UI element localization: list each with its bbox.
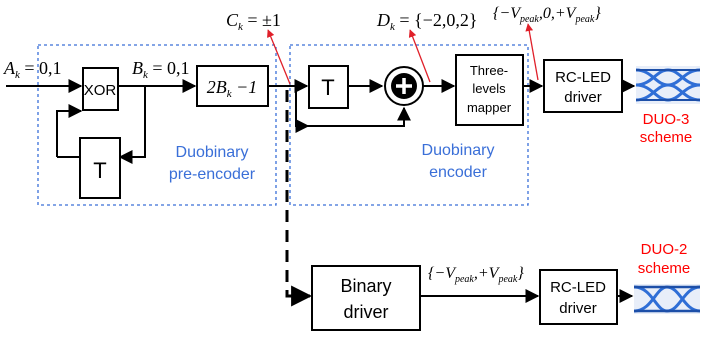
mapper-label-line2: levels xyxy=(472,81,506,96)
signal-a-sub: k xyxy=(15,69,21,81)
signal-v3-mid: ,0,+V xyxy=(539,5,578,22)
signal-b-main: B xyxy=(132,58,143,78)
delay-pre-label: T xyxy=(93,158,106,183)
encoder-label-line2: encoder xyxy=(429,164,487,181)
duo2-label-line1: DUO-2 xyxy=(641,241,688,258)
map-2bk-main: 2B xyxy=(207,77,227,97)
wire-branch-to-binary xyxy=(285,90,313,307)
map-2bk-block xyxy=(196,65,269,107)
map-2bk-rest: −1 xyxy=(232,77,258,97)
signal-v2-close: } xyxy=(517,265,524,282)
signal-v2-open: {−V xyxy=(428,265,457,282)
signal-a-main: A xyxy=(3,58,16,78)
signal-v3-label: {−Vpeak,0,+Vpeak} xyxy=(493,5,601,25)
signal-v2-sub2: peak xyxy=(497,274,517,285)
eye-diagram-duo2 xyxy=(633,284,701,314)
signal-v2-mid: ,+V xyxy=(474,265,501,282)
signal-v2-sub1: peak xyxy=(454,274,474,285)
map-2bk-label: 2Bk −1 xyxy=(207,77,258,100)
signal-a-label: Ak = 0,1 xyxy=(3,58,62,81)
signal-d-label: Dk = {−2,0,2} xyxy=(376,10,477,33)
rcled-bottom-line2: driver xyxy=(559,300,597,317)
rcled-driver-top-block xyxy=(543,59,623,113)
signal-v2-label: {−Vpeak,+Vpeak} xyxy=(428,265,524,285)
signal-d-sub: k xyxy=(390,21,396,33)
signal-c-label: Ck = ±1 xyxy=(226,10,281,33)
xor-block xyxy=(82,67,119,111)
three-levels-mapper-block xyxy=(455,54,524,126)
annotation-arrow-v3 xyxy=(525,23,539,81)
map-2bk-sub: k xyxy=(227,88,233,100)
signal-a-val: = 0,1 xyxy=(20,58,62,78)
rcled-driver-bottom-block xyxy=(539,269,618,325)
pre-encoder-label-line1: Duobinary xyxy=(176,144,249,161)
binary-line1: Binary xyxy=(340,276,391,296)
signal-b-val: = 0,1 xyxy=(148,58,190,78)
xor-label: XOR xyxy=(84,82,117,99)
binary-driver-block xyxy=(311,265,421,331)
signal-b-sub: k xyxy=(143,69,149,81)
signal-c-val: = ±1 xyxy=(243,10,281,30)
signal-c-sub: k xyxy=(238,21,244,33)
annotation-arrow-c xyxy=(267,29,291,85)
duo3-label-line2: scheme xyxy=(640,129,693,146)
wire-feedback-up xyxy=(56,104,83,157)
signal-v3-sub2: peak xyxy=(574,14,594,25)
signal-b-label: Bk = 0,1 xyxy=(132,58,190,81)
encoder-label-line1: Duobinary xyxy=(422,142,495,159)
delay-block-enc xyxy=(308,65,349,109)
duo2-label-line2: scheme xyxy=(638,260,691,277)
pre-encoder-label-line2: pre-encoder xyxy=(169,166,256,183)
rcled-bottom-line1: RC-LED xyxy=(550,279,606,296)
annotation-arrow-d xyxy=(408,29,431,83)
encoder-group-box xyxy=(289,44,529,206)
mapper-label-line1: Three- xyxy=(470,63,508,78)
signal-v3-open: {−V xyxy=(493,5,522,22)
pre-encoder-group-box xyxy=(37,44,277,206)
rcled-top-line2: driver xyxy=(564,89,602,106)
signal-d-val: = {−2,0,2} xyxy=(395,10,478,30)
signal-d-main: D xyxy=(376,10,390,30)
mapper-label-line3: mapper xyxy=(467,100,512,115)
signal-v3-sub1: peak xyxy=(519,14,539,25)
wire-xor-feedback-down xyxy=(118,86,146,164)
delay-block-pre xyxy=(79,137,121,199)
binary-line2: driver xyxy=(343,302,388,322)
duo3-label-line1: DUO-3 xyxy=(643,111,690,128)
rcled-top-line1: RC-LED xyxy=(555,69,611,86)
delay-enc-label: T xyxy=(321,75,334,100)
signal-v3-close: } xyxy=(594,5,601,22)
eye-diagram-duo3 xyxy=(635,66,701,104)
signal-c-main: C xyxy=(226,10,239,30)
adder-icon xyxy=(384,66,424,106)
wire-bypass-to-adder xyxy=(295,86,411,127)
